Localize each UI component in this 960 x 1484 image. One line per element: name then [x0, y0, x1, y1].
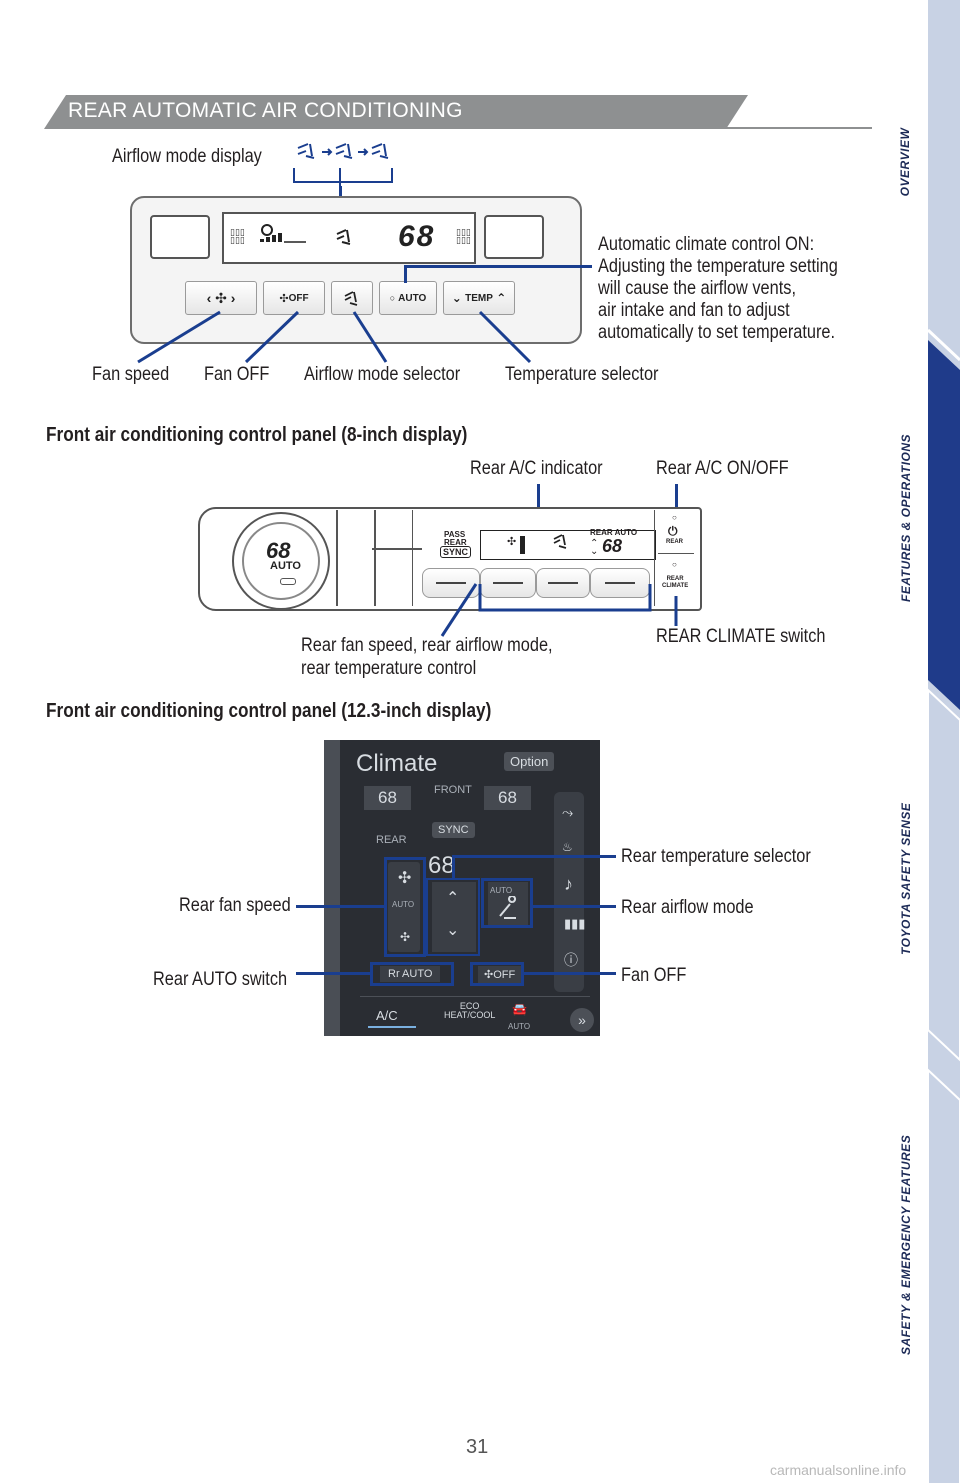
dial-auto: AUTO [270, 560, 301, 572]
fan-level-icon [258, 222, 308, 248]
option-button[interactable]: Option [504, 752, 554, 771]
tab-features-operations[interactable]: FEATURES & OPERATIONS [899, 442, 913, 602]
highlight-fan [384, 857, 426, 957]
header-rule [726, 127, 872, 129]
rear-vent-left [150, 215, 210, 259]
tab-overview[interactable]: OVERVIEW [898, 117, 912, 207]
rear-display-temp: 68 [398, 220, 435, 254]
connector [675, 484, 678, 508]
fan-icon: ✣ [507, 535, 516, 548]
display-dots-right: ▯▯▯▯▯▯ [456, 228, 471, 244]
auto-note-line: will cause the airflow vents, [598, 278, 838, 300]
rear-onoff-button[interactable]: REAR [666, 539, 683, 545]
dial-indicator [280, 578, 296, 585]
chevron-updown-icon: ⌃⌄ [590, 540, 598, 556]
info-icon[interactable]: ⓘ [564, 950, 578, 970]
label-line: rear temperature control [301, 657, 553, 680]
section-title-12in: Front air conditioning control panel (12… [46, 700, 491, 723]
car-icon[interactable]: 🚘 [512, 1002, 527, 1016]
label-rear-airflow: Rear airflow mode [621, 897, 754, 919]
label-rear-auto-switch: Rear AUTO switch [153, 969, 287, 991]
section-title-8in: Front air conditioning control panel (8-… [46, 424, 467, 447]
highlight-rr-auto [370, 962, 454, 986]
display-dots-left: ▯▯▯▯▯▯ [230, 228, 245, 244]
label-rear-fan-speed: Rear fan speed [179, 895, 291, 917]
power-icon: ⏻ [668, 524, 678, 539]
rear-label: REAR [376, 834, 407, 846]
auto-note-line: Adjusting the temperature setting [598, 256, 838, 278]
watermark: carmanualsonline.info [770, 1462, 906, 1478]
screen-title: Climate [356, 750, 437, 778]
label-temp-selector: Temperature selector [505, 364, 658, 386]
rear-temp: 68 [428, 852, 455, 880]
ac-indicator [368, 1026, 416, 1028]
switch-divider [658, 553, 694, 554]
tab-safety-emergency[interactable]: SAFETY & EMERGENCY FEATURES [899, 1155, 913, 1355]
rear-vent-right [484, 215, 544, 259]
side-tab-shapes [922, 0, 960, 1484]
connector [452, 855, 455, 879]
connector [523, 972, 616, 975]
heat-icon[interactable]: ♨ [562, 840, 573, 854]
airflow-mode-display-icon [292, 138, 398, 186]
label-fan-off-12in: Fan OFF [621, 965, 686, 987]
panel-line [372, 548, 422, 550]
fan-level-icon [520, 536, 530, 554]
connector [404, 265, 592, 268]
panel-divider [336, 510, 376, 606]
chevron-double-right-icon[interactable]: » [570, 1008, 594, 1032]
tab-toyota-safety-sense[interactable]: TOYOTA SAFETY SENSE [899, 811, 913, 955]
label-line: Rear fan speed, rear airflow mode, [301, 634, 553, 657]
indicator-led: ○ [672, 560, 677, 569]
connector [296, 972, 372, 975]
panel-divider [412, 510, 413, 606]
highlight-fan-off [470, 962, 524, 986]
pass-rear-label: PASS REAR [444, 531, 467, 547]
auto-note-line: air intake and fan to adjust [598, 300, 838, 322]
airflow-icon[interactable]: ⤳ [562, 804, 573, 821]
connector [452, 855, 616, 858]
auto-note: Automatic climate control ON: Adjusting … [598, 234, 838, 344]
highlight-airflow [481, 878, 533, 928]
heat-cool-text: HEAT/COOL [444, 1011, 495, 1020]
ac-button[interactable]: A/C [376, 1008, 398, 1023]
label-rear-controls: Rear fan speed, rear airflow mode, rear … [301, 634, 553, 680]
auto-note-line: automatically to set temperature. [598, 322, 838, 344]
eco-button[interactable]: ECO HEAT/COOL [444, 1002, 495, 1020]
front-left-temp[interactable]: 68 [364, 786, 411, 810]
page-number: 31 [466, 1436, 488, 1459]
indicator-led: ○ [672, 513, 677, 522]
label-fan-off: Fan OFF [204, 364, 269, 386]
equalizer-icon[interactable]: ▮▮▮ [564, 916, 585, 932]
label-fan-speed: Fan speed [92, 364, 169, 386]
connector [532, 905, 616, 908]
label-rear-climate-switch: REAR CLIMATE switch [656, 626, 825, 648]
callout-lines [120, 300, 540, 370]
rear-temp-display: 68 [602, 536, 622, 557]
screen-divider [360, 996, 590, 997]
section-title: REAR AUTOMATIC AIR CONDITIONING [68, 99, 463, 123]
front-label: FRONT [434, 784, 472, 796]
airflow-icon [334, 226, 356, 248]
label-rear-ac-onoff: Rear A/C ON/OFF [656, 458, 789, 480]
auto-note-line: Automatic climate control ON: [598, 234, 838, 256]
car-auto-label: AUTO [508, 1022, 530, 1031]
screen-bezel [324, 740, 340, 1036]
sync-button[interactable]: SYNC [440, 546, 471, 558]
sync-button[interactable]: SYNC [432, 822, 475, 838]
music-icon[interactable]: ♪ [564, 874, 573, 895]
connector [296, 905, 386, 908]
label-rear-temp-selector: Rear temperature selector [621, 846, 811, 868]
label-airflow-selector: Airflow mode selector [304, 364, 460, 386]
front-right-temp[interactable]: 68 [484, 786, 531, 810]
label-rear-ac-indicator: Rear A/C indicator [470, 458, 603, 480]
airflow-icon [552, 532, 572, 552]
label-airflow-display: Airflow mode display [112, 146, 262, 168]
highlight-temp [426, 878, 480, 956]
